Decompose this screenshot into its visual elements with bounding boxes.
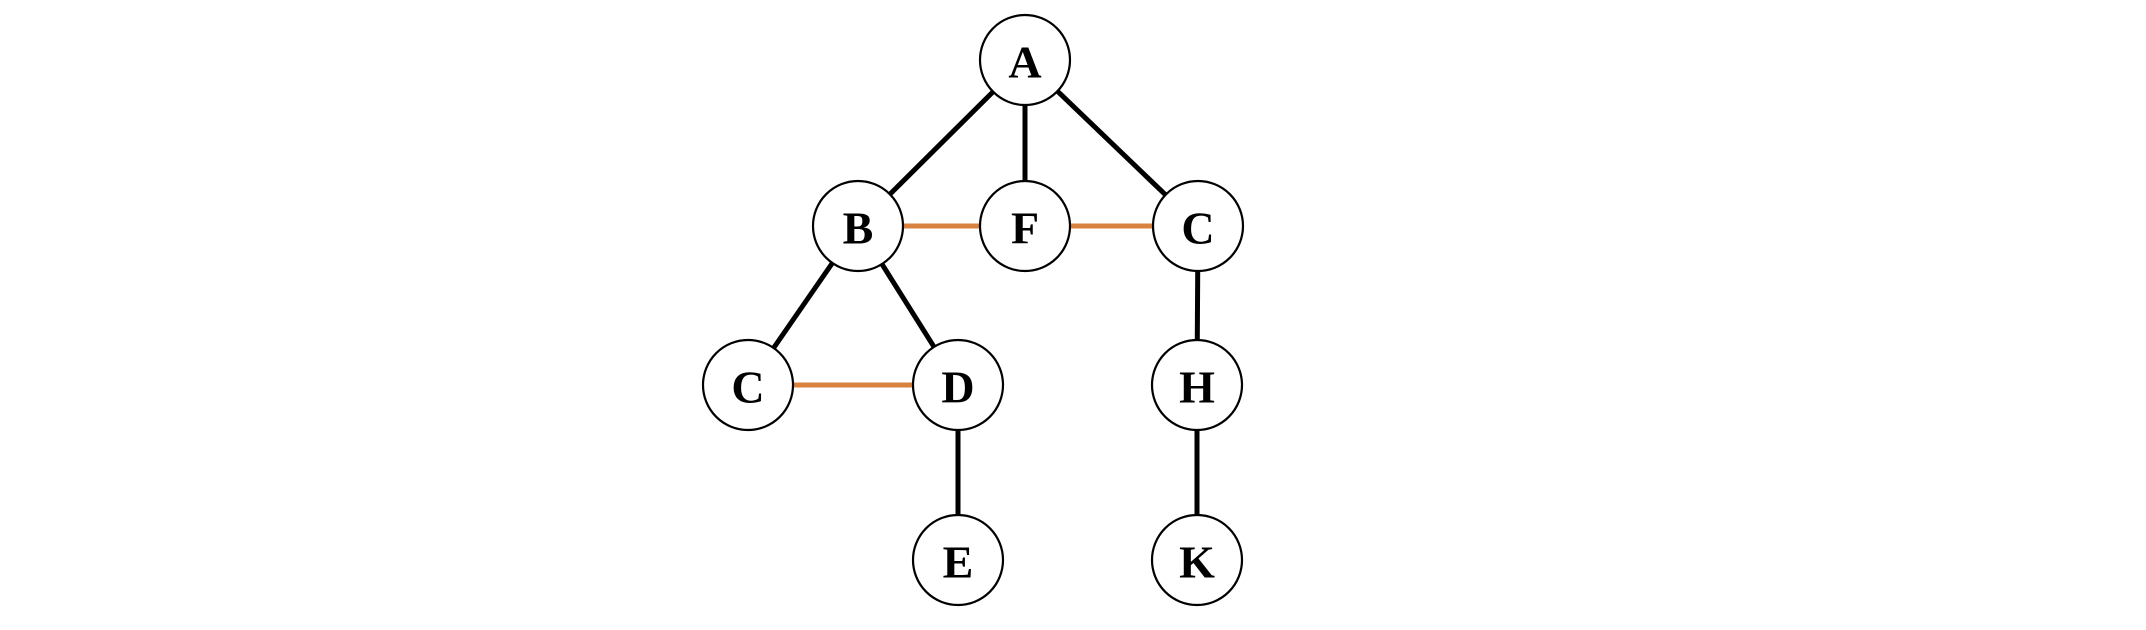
node-circle[interactable] [1150,513,1244,607]
graph-edge-a-b [888,89,995,197]
node-layer: A B F C C D H E K [701,13,1245,607]
node-label: H [1179,362,1215,413]
node-label: A [1008,37,1041,88]
graph-edge-a-c [1055,89,1168,197]
node-circle[interactable] [701,338,795,432]
node-label: F [1011,203,1039,254]
node-label: K [1179,537,1215,588]
graph-node-n7[interactable]: E [911,513,1005,607]
node-circle[interactable] [1151,179,1245,273]
graph-node-n5[interactable]: D [911,338,1005,432]
graph-node-n4[interactable]: C [701,338,795,432]
node-circle[interactable] [978,179,1072,273]
graph-edge-b-d [879,262,937,349]
graph-node-n2[interactable]: F [978,179,1072,273]
node-circle[interactable] [1150,338,1244,432]
node-label: E [943,537,974,588]
graph-edge-b-c [771,261,835,350]
graph-node-n6[interactable]: H [1150,338,1244,432]
node-label: B [843,203,874,254]
node-circle[interactable] [911,338,1005,432]
node-label: C [1181,203,1214,254]
graph-node-n8[interactable]: K [1150,513,1244,607]
graph-node-n0[interactable]: A [978,13,1072,107]
node-label: D [941,362,974,413]
node-circle[interactable] [811,179,905,273]
edge-layer [771,89,1201,515]
node-circle[interactable] [911,513,1005,607]
node-circle[interactable] [978,13,1072,107]
graph-node-n3[interactable]: C [1151,179,1245,273]
graph-node-n1[interactable]: B [811,179,905,273]
node-label: C [731,362,764,413]
